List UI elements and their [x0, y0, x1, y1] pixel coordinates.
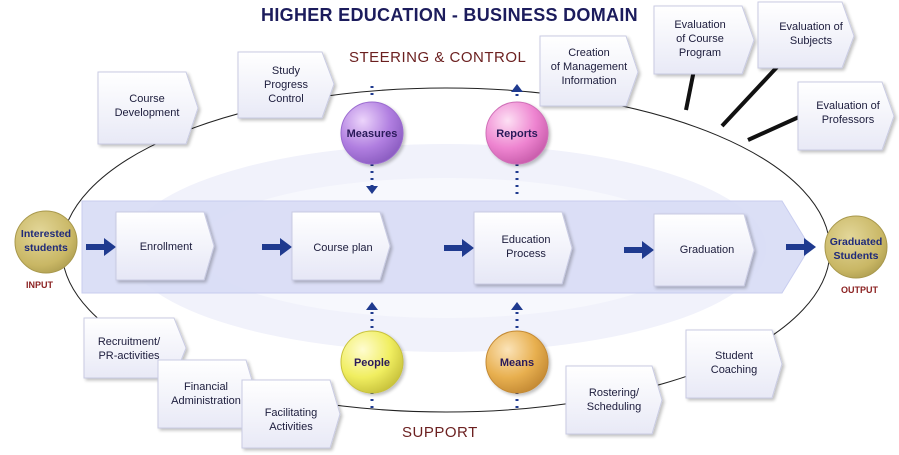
process-step-graduation-label: Graduation	[680, 244, 734, 256]
people-circle	[340, 330, 404, 394]
creation-management-label-line: Information	[561, 75, 616, 87]
creation-management-label-line: of Management	[551, 61, 627, 73]
creation-management-label-line: Creation	[568, 47, 610, 59]
interested-students-circle	[14, 210, 78, 274]
measures-arrowhead	[366, 186, 378, 194]
student-coaching-label-line: Coaching	[711, 364, 757, 376]
reports-arrowhead	[511, 84, 523, 92]
page-title: HIGHER EDUCATION - BUSINESS DOMAIN	[261, 5, 638, 25]
flow-arrow-1	[86, 238, 116, 256]
recruitment-label-line: Recruitment/	[98, 336, 161, 348]
eval-course-program-label-line: of Course	[676, 33, 724, 45]
financial-label-line: Financial	[184, 381, 228, 393]
flow-arrow-5	[786, 238, 816, 256]
process-step-course-plan-label-line: Course plan	[313, 242, 372, 254]
rostering-label-line: Scheduling	[587, 401, 641, 413]
graduated-students-label-line: Students	[834, 250, 879, 262]
eval-program-connector	[684, 69, 696, 111]
eval-subjects-label-line: Evaluation of	[779, 21, 844, 33]
process-step-enrollment-label-line: Enrollment	[140, 241, 193, 253]
reports-circle	[485, 101, 549, 165]
people-arrowhead	[366, 302, 378, 310]
process-step-course-plan-label: Course plan	[313, 242, 372, 254]
eval-course-program-label-line: Program	[679, 47, 721, 59]
rostering-label: Rostering/Scheduling	[587, 387, 641, 413]
process-step-enrollment	[115, 211, 215, 281]
eval-subjects-label-line: Subjects	[790, 35, 833, 47]
recruitment-label-line: PR-activities	[98, 350, 160, 362]
eval-professors-label-line: Evaluation of	[816, 100, 881, 112]
graduated-students-circle	[824, 215, 888, 279]
process-step-education-label-line: Education	[502, 234, 551, 246]
interested-students-label-line: students	[24, 242, 68, 254]
study-progress-label-line: Study	[272, 65, 301, 77]
box-course-development	[97, 71, 199, 145]
financial-label-line: Administration	[171, 395, 241, 407]
eval-subjects-label: Evaluation of Subjects	[779, 21, 844, 47]
course-development-label-line: Course	[129, 93, 164, 105]
box-facilitating-activities	[241, 379, 341, 449]
course-development-label-line: Development	[115, 107, 180, 119]
box-study-progress	[237, 51, 335, 119]
process-step-education-label-line: Process	[506, 248, 546, 260]
process-step-graduation-label-line: Graduation	[680, 244, 734, 256]
eval-course-program-label-line: Evaluation	[674, 19, 725, 31]
box-creation-management	[539, 35, 639, 107]
student-coaching-label-line: Student	[715, 350, 753, 362]
box-rostering-scheduling	[565, 365, 663, 435]
rostering-label-line: Rostering/	[589, 387, 640, 399]
means-label: Means	[500, 357, 534, 369]
input-label: INPUT	[26, 280, 53, 290]
flow-arrow-4	[624, 241, 654, 259]
support-label: SUPPORT	[402, 424, 478, 441]
graduated-students-label-line: Graduated	[830, 236, 883, 248]
study-progress-label-line: Progress	[264, 79, 309, 91]
eval-subjects-connector	[720, 64, 780, 128]
output-label: OUTPUT	[841, 285, 878, 295]
recruitment-label: Recruitment/PR-activities	[98, 336, 161, 362]
measures-circle	[340, 101, 404, 165]
reports-label: Reports	[496, 128, 538, 140]
facilitating-label-line: Facilitating	[265, 407, 318, 419]
box-eval-professors	[797, 81, 895, 151]
facilitating-label-line: Activities	[269, 421, 313, 433]
box-eval-course-program	[653, 5, 755, 75]
box-eval-subjects	[757, 1, 855, 69]
people-label: People	[354, 357, 390, 369]
measures-label: Measures	[347, 128, 398, 140]
box-student-coaching	[685, 329, 783, 399]
study-progress-label-line: Control	[268, 93, 303, 105]
process-step-enrollment-label: Enrollment	[140, 241, 193, 253]
means-circle	[485, 330, 549, 394]
means-arrowhead	[511, 302, 523, 310]
flow-arrow-3	[444, 239, 474, 257]
process-step-graduation	[653, 213, 755, 287]
eval-professors-label-line: Professors	[822, 114, 875, 126]
steering-control-label: STEERING & CONTROL	[349, 49, 527, 66]
flow-arrow-2	[262, 238, 292, 256]
interested-students-label-line: Interested	[21, 228, 71, 240]
process-step-education-process	[473, 211, 573, 285]
interested-students-label: Interested students	[21, 228, 71, 254]
eval-professors-label: Evaluation of Professors	[816, 100, 881, 126]
box-financial-administration	[157, 359, 257, 429]
process-step-course-plan	[291, 211, 391, 281]
